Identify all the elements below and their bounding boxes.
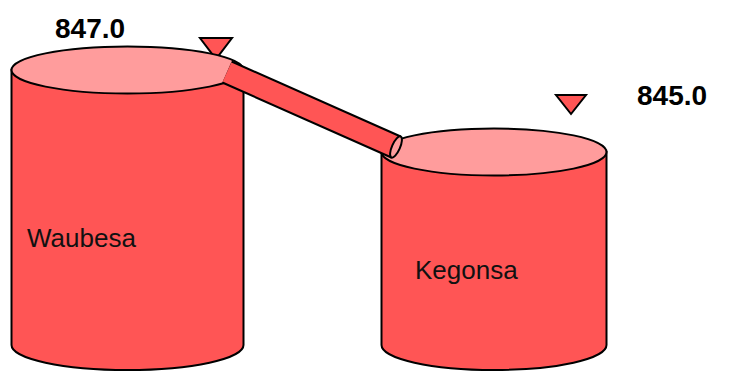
- pipe: [227, 72, 404, 159]
- cylinder-body: [382, 152, 607, 370]
- pipe-connector: [227, 72, 396, 147]
- lake-cylinder: Kegonsa: [380, 127, 608, 370]
- cylinder-top: [12, 47, 244, 94]
- water-level: 847.0: [55, 13, 125, 45]
- water-level: 845.0: [637, 80, 707, 112]
- lake-name: Kegonsa: [415, 255, 518, 286]
- pipe-end: [388, 135, 405, 159]
- cylinder-body: [12, 70, 244, 370]
- lake-name: Waubesa: [27, 223, 136, 254]
- cylinder-top: [382, 129, 607, 176]
- cylinder-outline: [380, 127, 608, 370]
- water-level-marker: [556, 95, 586, 114]
- cylinder-outline: [10, 45, 245, 370]
- lake-cylinder: Waubesa: [10, 45, 245, 370]
- pipe-outline: [227, 72, 396, 147]
